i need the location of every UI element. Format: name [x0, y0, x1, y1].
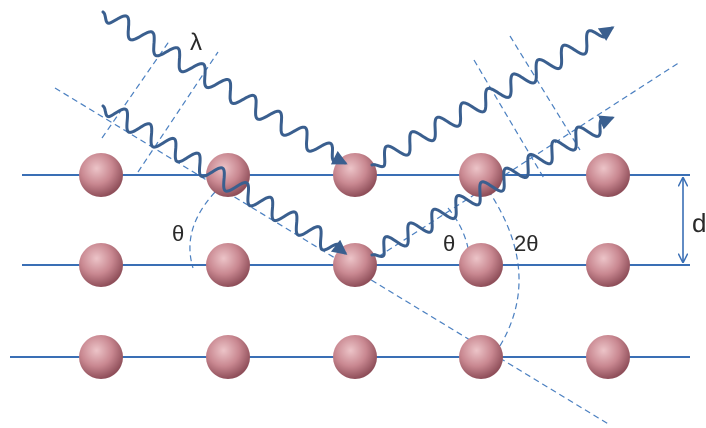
atom: [206, 335, 250, 379]
theta-arc-left: [189, 184, 223, 269]
wavefront-line-right-2: [509, 35, 581, 151]
atom: [79, 153, 123, 197]
atom: [459, 243, 503, 287]
atom: [333, 335, 377, 379]
atom: [586, 335, 630, 379]
wavefront-line-right-1: [473, 59, 546, 181]
reflected-angle-label: θ: [443, 231, 455, 256]
incident-wave-lower: [101, 104, 348, 255]
scattering-angle-label: 2θ: [514, 231, 538, 256]
wavelength-label: λ: [190, 29, 202, 56]
atom: [586, 243, 630, 287]
atom: [459, 335, 503, 379]
two-theta-arc: [487, 189, 520, 359]
atom: [586, 153, 630, 197]
diffracted-wave-lower: [370, 115, 615, 258]
atom: [333, 153, 377, 197]
spacing-label: d: [692, 208, 706, 238]
atom: [333, 243, 377, 287]
incident-guide-line: [54, 87, 611, 426]
incident-wave-upper: [101, 10, 348, 165]
atom: [206, 243, 250, 287]
waves: [101, 10, 615, 258]
atom: [79, 335, 123, 379]
incident-angle-label: θ: [172, 221, 184, 246]
atom: [79, 243, 123, 287]
diffracted-wave-upper: [370, 26, 615, 169]
